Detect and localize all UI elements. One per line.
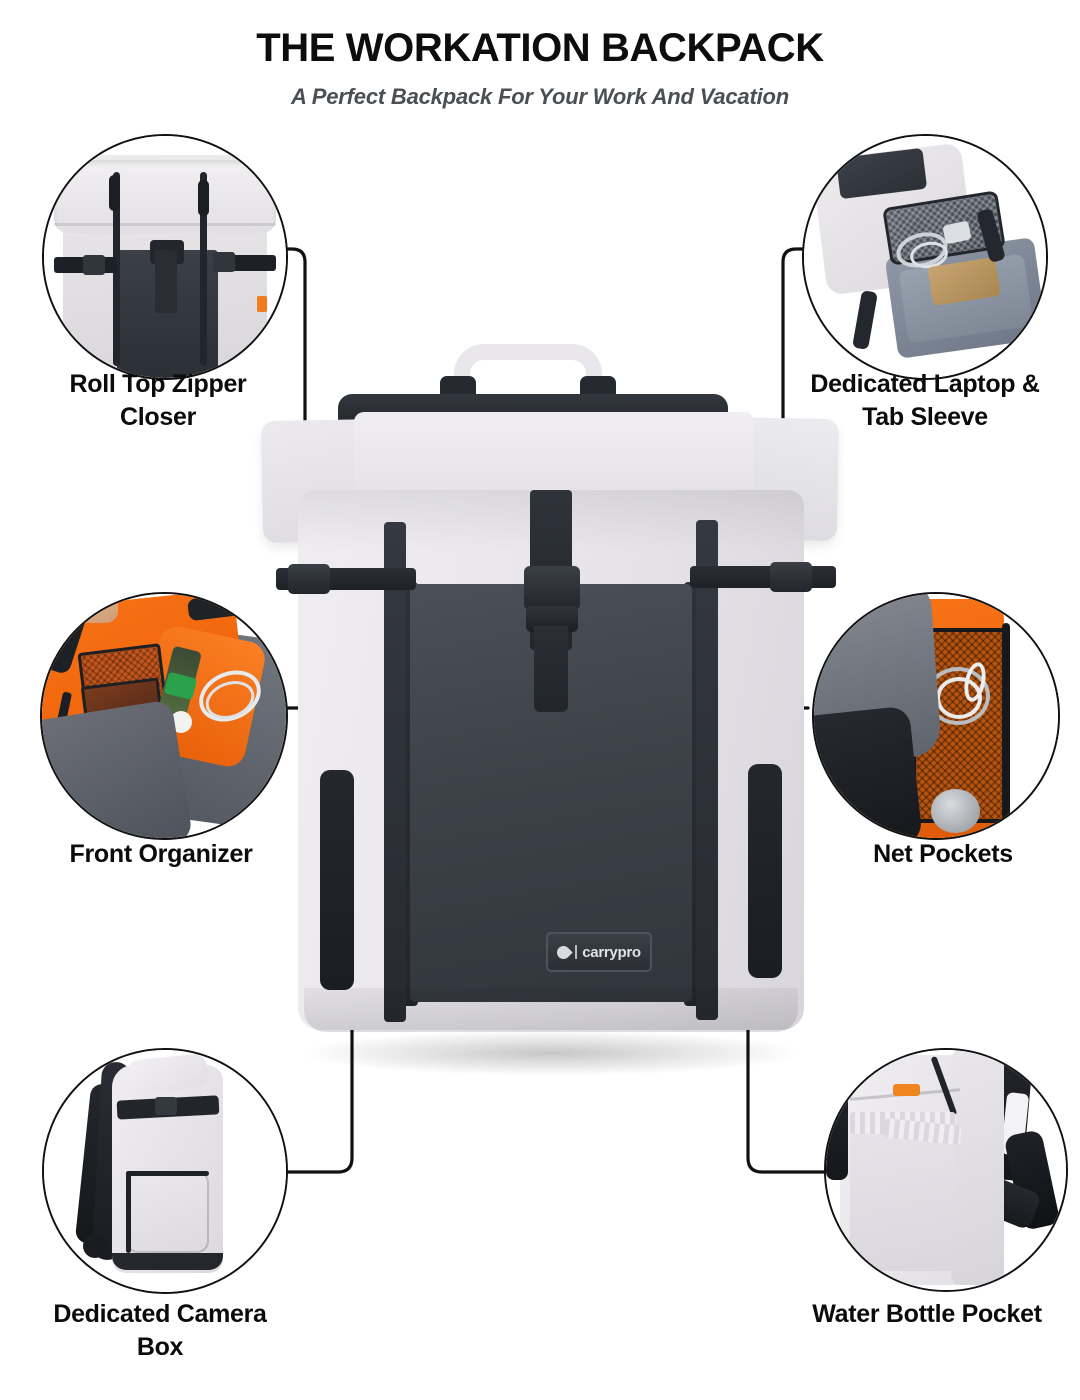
product-shadow bbox=[298, 1030, 804, 1076]
inset-photo-water-bottle-pocket bbox=[824, 1048, 1068, 1292]
vertical-strap-left bbox=[384, 522, 406, 1022]
center-strap-tail bbox=[534, 626, 568, 712]
brand-name: carrypro bbox=[582, 943, 641, 961]
feature-label-front-organizer: Front Organizer bbox=[8, 838, 314, 871]
inset-photo-front-organizer bbox=[40, 592, 288, 840]
camera-box-compartment bbox=[126, 1171, 209, 1254]
camera-box-zipper-vertical bbox=[126, 1171, 132, 1254]
roll-seam bbox=[53, 223, 277, 227]
label-line-2: Closer bbox=[119, 403, 196, 431]
camera-box-zipper-horizontal bbox=[126, 1171, 209, 1176]
orange-accent-tag bbox=[256, 295, 267, 312]
bag-bottom-trim bbox=[111, 1253, 224, 1271]
orange-accent-tag bbox=[893, 1083, 920, 1096]
brand-mark-icon bbox=[554, 942, 573, 962]
label-line-1: Dedicated Laptop & bbox=[810, 370, 1040, 398]
inset-photo-dedicated-camera-box bbox=[42, 1048, 288, 1294]
inset-art-laptop-sleeve bbox=[804, 136, 1046, 378]
strap-buckle bbox=[155, 1097, 178, 1116]
side-pocket-right bbox=[748, 764, 782, 978]
label-line-1: Net Pockets bbox=[873, 840, 1013, 868]
vertical-strap-right bbox=[696, 520, 718, 1020]
side-buckle-right bbox=[770, 562, 812, 592]
bag-left-edge bbox=[826, 1069, 848, 1180]
page-title: THE WORKATION BACKPACK bbox=[256, 26, 824, 70]
bottom-band bbox=[304, 988, 798, 1032]
side-buckle-left bbox=[288, 564, 330, 594]
bag-side bbox=[950, 1050, 1004, 1286]
zipper-pull-left bbox=[109, 174, 121, 211]
main-product-image: carrypro bbox=[258, 340, 844, 1076]
gray-item bbox=[931, 789, 980, 834]
strap-clip bbox=[82, 1233, 107, 1259]
inset-art-roll-top bbox=[44, 136, 286, 378]
rolled-top bbox=[53, 160, 277, 233]
side-pocket-left bbox=[320, 770, 354, 990]
center-buckle-top bbox=[524, 566, 580, 610]
inset-photo-dedicated-laptop-tab-sleeve bbox=[802, 134, 1048, 380]
inset-art-net-pockets bbox=[814, 594, 1058, 838]
inset-art-water-bottle-pocket bbox=[826, 1050, 1066, 1290]
page-subtitle: A Perfect Backpack For Your Work And Vac… bbox=[291, 84, 789, 109]
feature-label-dedicated-camera-box: Dedicated Camera Box bbox=[0, 1298, 320, 1364]
inset-art-front-organizer bbox=[42, 594, 286, 838]
label-line-1: Front Organizer bbox=[69, 840, 253, 868]
bag-gray-left bbox=[42, 699, 194, 838]
side-buckle-right bbox=[213, 252, 236, 273]
hand-holding-flap bbox=[76, 594, 118, 624]
bag-dark-bottom bbox=[814, 705, 924, 838]
zipper-right bbox=[1001, 623, 1010, 829]
side-compression-strap-right bbox=[690, 566, 836, 588]
label-line-2: Box bbox=[136, 1333, 184, 1361]
side-buckle-left bbox=[82, 254, 105, 275]
feature-label-water-bottle-pocket: Water Bottle Pocket bbox=[776, 1298, 1078, 1331]
inset-photo-net-pockets bbox=[812, 592, 1060, 840]
closure-strap bbox=[155, 249, 178, 313]
inset-art-camera-box bbox=[44, 1050, 286, 1292]
zipper-pull-right bbox=[197, 179, 209, 216]
brand-logo-patch: carrypro bbox=[546, 932, 652, 972]
feature-label-net-pockets: Net Pockets bbox=[818, 838, 1068, 871]
feature-label-roll-top-zipper-closer: Roll Top Zipper Closer bbox=[8, 368, 308, 434]
feature-label-dedicated-laptop-tab-sleeve: Dedicated Laptop & Tab Sleeve bbox=[772, 368, 1078, 434]
inset-photo-roll-top-zipper-closer bbox=[42, 134, 288, 380]
brand-divider bbox=[575, 945, 578, 959]
coiled-cable-inner bbox=[936, 676, 982, 719]
label-line-1: Roll Top Zipper bbox=[69, 370, 247, 398]
label-line-2: Tab Sleeve bbox=[862, 403, 988, 431]
zipper-right bbox=[200, 172, 208, 366]
label-line-1: Dedicated Camera bbox=[53, 1300, 267, 1328]
label-line-1: Water Bottle Pocket bbox=[812, 1300, 1042, 1328]
